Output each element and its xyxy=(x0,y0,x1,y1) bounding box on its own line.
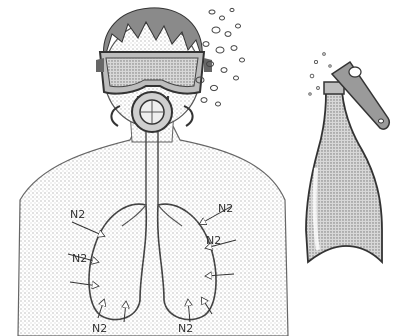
n2-label-right-2: N2 xyxy=(206,234,221,247)
n2-label-bottom-right: N2 xyxy=(178,322,193,335)
n2-label-bottom-left: N2 xyxy=(92,322,107,335)
diver-torso xyxy=(18,120,288,336)
n2-label-left-1: N2 xyxy=(70,208,85,221)
soda-bottle-icon xyxy=(306,53,389,262)
n2-label-left-2: N2 xyxy=(72,252,87,265)
n2-label-right-1: N2 xyxy=(218,202,233,215)
